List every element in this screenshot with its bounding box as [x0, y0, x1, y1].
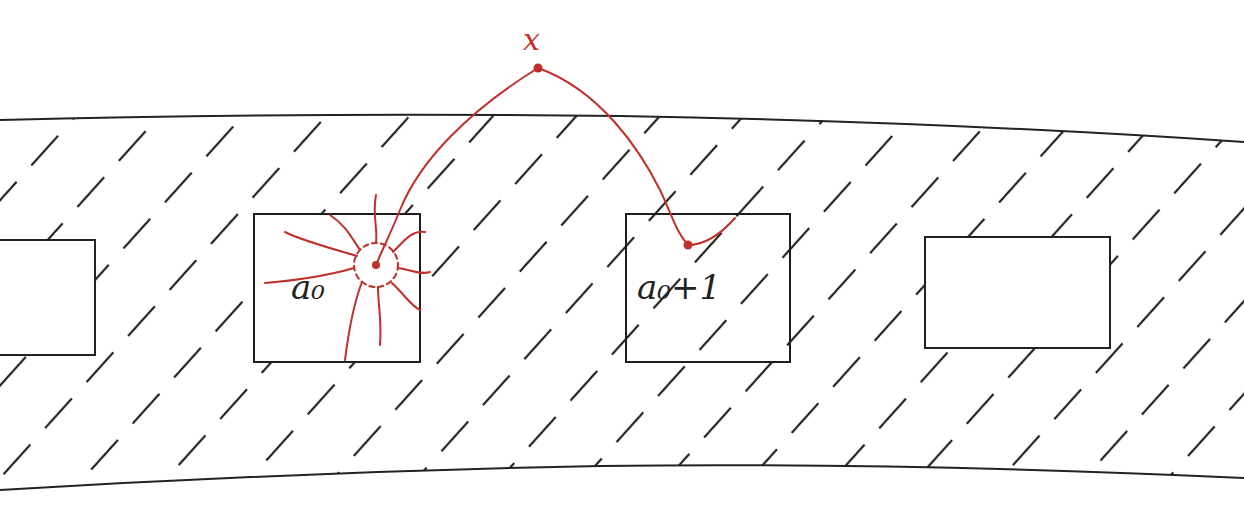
band-edge: [0, 115, 1244, 142]
red-ray: [330, 215, 360, 250]
red-ray: [345, 282, 362, 360]
red-curve: [538, 68, 688, 245]
hatched-band: [0, 115, 1244, 490]
dashed-circle: [354, 243, 398, 287]
hole-box: [0, 240, 95, 355]
point-label: x: [523, 22, 540, 57]
red-point: [372, 261, 380, 269]
red-ray: [285, 232, 357, 256]
box: a₀: [253, 213, 421, 363]
box-label: a₀+1: [637, 267, 721, 307]
band-edge: [0, 465, 1244, 490]
box-label: a₀: [291, 267, 325, 307]
red-ray: [398, 268, 430, 273]
red-ray: [393, 232, 425, 252]
red-ray: [392, 283, 420, 310]
red-ray: [375, 195, 377, 243]
red-point: [684, 241, 693, 250]
hole-box: [925, 237, 1110, 348]
red-ray: [265, 268, 354, 283]
box: a₀+1: [625, 213, 791, 363]
red-curve: [688, 218, 735, 245]
red-point: [534, 64, 543, 73]
red-ray: [378, 287, 381, 345]
red-curve: [376, 68, 538, 265]
